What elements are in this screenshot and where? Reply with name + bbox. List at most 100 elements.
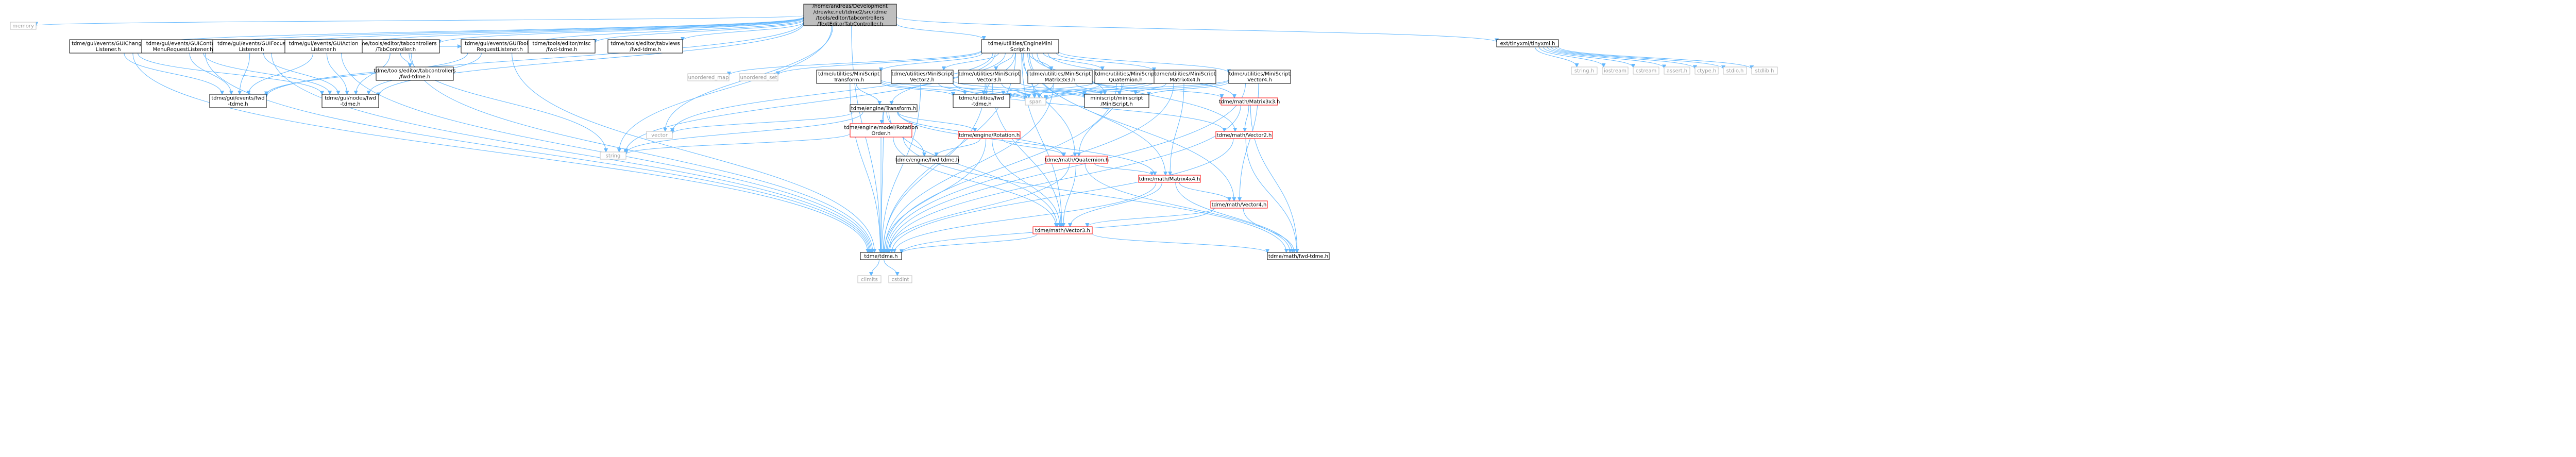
node-math-matrix4[interactable]: tdme/math/Matrix4x4.h (1138, 175, 1201, 183)
node-box (850, 104, 918, 112)
edge-ms-vector4-to-miniscript (1149, 81, 1229, 95)
edge-layer (36, 15, 1752, 276)
edge-math-quat-to-math-vector3 (1063, 163, 1077, 227)
edge-gui-action-to-nodes-fwd (326, 53, 347, 94)
node-label: tdme/gui/nodes/fwd (325, 96, 376, 101)
edge-ms-vector4-to-tdme-h (889, 83, 1246, 252)
node-label: Listener.h (311, 47, 336, 53)
edge-ms-matrix4-to-span (1046, 81, 1155, 100)
node-label: tdme/utilities/MiniScript (958, 72, 1020, 77)
node-box (209, 94, 267, 108)
edge-gui-context-to-tdme-h (205, 53, 869, 252)
edge-math-matrix4-to-math-vector3 (1070, 182, 1162, 227)
edge-root-to-gui-context (224, 16, 804, 44)
node-label: cstdint (891, 277, 909, 282)
node-box (600, 151, 626, 160)
edge-gui-focus-to-events-fwd (240, 53, 250, 94)
edge-math-quat-to-tdme-h (888, 163, 1070, 252)
node-gui-tooltip[interactable]: tdme/gui/events/GUITooltipRequestListene… (461, 39, 539, 54)
node-label: assert.h (1667, 68, 1687, 74)
node-math-vector2[interactable]: tdme/math/Vector2.h (1215, 131, 1273, 139)
node-tinyxml[interactable]: ext/tinyxml/tinyxml.h (1496, 39, 1559, 47)
node-tdme-h[interactable]: tdme/tdme.h (860, 252, 902, 260)
node-label: /drewke.net/tdme2/src/tdme (814, 10, 887, 15)
node-math-vector4[interactable]: tdme/math/Vector4.h (1210, 200, 1268, 209)
edge-gui-focus-to-nodes-fwd (263, 53, 338, 94)
edge-root-to-gui-action (362, 17, 804, 44)
node-gui-context[interactable]: tdme/gui/events/GUIContextMenuRequestLis… (141, 39, 225, 54)
edge-root-to-tinyxml (896, 16, 1497, 42)
node-tabctrl-fwd[interactable]: tdme/tools/editor/tabcontrollers/fwd-tdm… (374, 66, 456, 81)
node-box (1694, 66, 1719, 75)
edge-root-to-memory (36, 15, 804, 26)
node-box (958, 70, 1021, 84)
edge-engine-minit-to-unordered-set (778, 50, 982, 75)
edge-rotation-order-to-string (626, 133, 851, 155)
node-label: /TabController.h (376, 47, 416, 53)
edge-root-to-gui-focus (290, 17, 804, 44)
node-math-fwd[interactable]: tdme/math/fwd-tdme.h (1267, 252, 1330, 260)
node-box (321, 94, 379, 108)
node-engine-transform[interactable]: tdme/engine/Transform.h (850, 104, 918, 112)
node-label: -tdme.h (340, 101, 360, 107)
edge-engine-transform-to-engine-rotation (897, 111, 975, 131)
edge-tinyxml-to-cstream (1543, 46, 1633, 67)
edge-ms-vector2-to-utilities-fwd (938, 83, 965, 94)
edge-ms-transform-to-span (880, 80, 1025, 100)
node-label: Transform.h (833, 77, 864, 83)
node-engine-rotation[interactable]: tdme/engine/Rotation.h (958, 131, 1021, 139)
edge-math-matrix4-to-math-vector4 (1179, 182, 1229, 201)
edge-gui-tooltip-to-tdme-h (512, 53, 875, 252)
node-engine-fwd[interactable]: tdme/engine/fwd-tdme.h (895, 156, 959, 164)
node-label: Matrix3x3.h (1045, 77, 1076, 83)
node-label: tdme/utilities/MiniScript (1029, 72, 1091, 77)
node-math-quat[interactable]: tdme/math/Quaternion.h (1045, 156, 1109, 164)
node-miniscript[interactable]: miniscript/miniscript/MiniScript.h (1084, 94, 1149, 108)
node-misc-fwd[interactable]: tdme/tools/editor/misc/fwd-tdme.h (528, 39, 596, 54)
node-label: string.h (1574, 68, 1594, 74)
edge-root-to-engine-minit (896, 23, 984, 40)
edge-root-to-tabviews-fwd (683, 22, 804, 41)
node-tabviews-fwd[interactable]: tdme/tools/editor/tabviews/fwd-tdme.h (607, 39, 683, 54)
node-math-vector3[interactable]: tdme/math/Vector3.h (1032, 226, 1093, 234)
edge-math-matrix4-to-math-fwd (1175, 182, 1293, 252)
node-label: unordered_map (688, 75, 729, 80)
node-label: tdme/tdme.h (864, 253, 897, 259)
node-label: tdme/utilities/MiniScript (1229, 72, 1290, 77)
node-box (528, 39, 596, 54)
edge-root-to-gui-change (147, 16, 804, 45)
node-label: tdme/utilities/MiniScript (1154, 72, 1215, 77)
node-nodes-fwd[interactable]: tdme/gui/nodes/fwd-tdme.h (321, 94, 379, 108)
node-tab-ctrl[interactable]: tdme/tools/editor/tabcontrollers/TabCont… (351, 39, 440, 54)
node-events-fwd[interactable]: tdme/gui/events/fwd-tdme.h (209, 94, 267, 108)
node-label: tdme/tools/editor/tabviews (611, 41, 680, 47)
edge-gui-change-to-nodes-fwd (138, 53, 322, 95)
edge-rotation-order-to-math-vector3 (893, 137, 1056, 227)
node-box (351, 39, 440, 54)
node-label: tdme/utilities/MiniScript (818, 72, 879, 77)
node-label: RequestListener.h (477, 47, 522, 53)
node-utilities-fwd[interactable]: tdme/utilities/fwd-tdme.h (953, 94, 1010, 108)
node-box (816, 70, 882, 84)
node-label: tdme/math/Vector4.h (1212, 202, 1267, 208)
node-root[interactable]: /home/andreas/Development/drewke.net/tdm… (803, 4, 897, 27)
node-math-matrix3[interactable]: tdme/math/Matrix3x3.h (1219, 97, 1280, 106)
node-box (857, 275, 882, 283)
node-box (1045, 156, 1108, 164)
edge-ms-vector3-to-span (1001, 83, 1029, 98)
node-label: Vector2.h (910, 77, 935, 83)
node-label: cstream (1636, 68, 1657, 74)
node-label: tdme/tools/editor/tabcontrollers (374, 69, 455, 74)
